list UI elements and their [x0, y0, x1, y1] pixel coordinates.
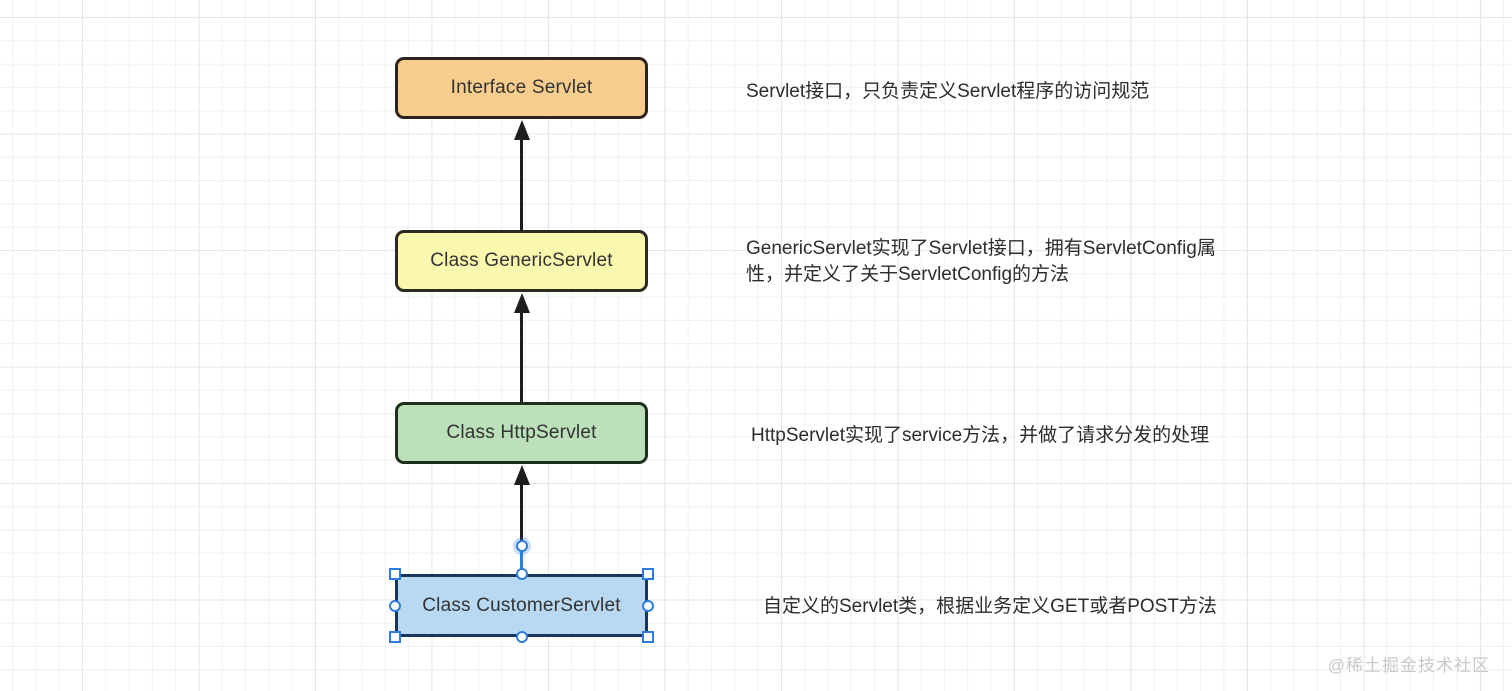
edge-arrowhead	[513, 293, 530, 313]
node-generic-servlet[interactable]: Class GenericServlet	[395, 230, 648, 292]
connection-point-top[interactable]	[515, 568, 528, 580]
connection-point-right[interactable]	[642, 599, 654, 612]
resize-handle-ne[interactable]	[642, 568, 654, 580]
connection-point-left[interactable]	[389, 599, 401, 612]
annotation-http-servlet: HttpServlet实现了service方法，并做了请求分发的处理	[751, 425, 1210, 446]
watermark: @稀土掘金技术社区	[1327, 656, 1490, 675]
resize-handle-se[interactable]	[642, 631, 654, 643]
node-label: Class HttpServlet	[446, 422, 597, 443]
edge-endpoint-handle[interactable]	[515, 540, 528, 552]
node-interface-servlet[interactable]: Interface Servlet	[395, 57, 648, 119]
edge-line	[520, 138, 523, 230]
node-label: Class CustomerServlet	[422, 594, 621, 616]
edge-line	[520, 311, 523, 402]
edge-arrowhead	[513, 120, 530, 140]
edge-arrowhead	[513, 465, 530, 485]
node-label: Class GenericServlet	[430, 250, 613, 271]
node-customer-servlet[interactable]: Class CustomerServlet	[395, 574, 648, 637]
edge-line-highlight	[520, 550, 523, 574]
edge-line	[520, 483, 523, 541]
annotation-generic-servlet: GenericServlet实现了Servlet接口，拥有ServletConf…	[746, 238, 1216, 285]
resize-handle-sw[interactable]	[389, 631, 401, 643]
annotation-customer-servlet: 自定义的Servlet类，根据业务定义GET或者POST方法	[763, 596, 1217, 617]
annotation-interface-servlet: Servlet接口，只负责定义Servlet程序的访问规范	[746, 81, 1150, 102]
resize-handle-nw[interactable]	[389, 568, 401, 580]
connection-point-bottom[interactable]	[515, 631, 528, 643]
node-http-servlet[interactable]: Class HttpServlet	[395, 402, 648, 464]
node-label: Interface Servlet	[450, 77, 593, 98]
